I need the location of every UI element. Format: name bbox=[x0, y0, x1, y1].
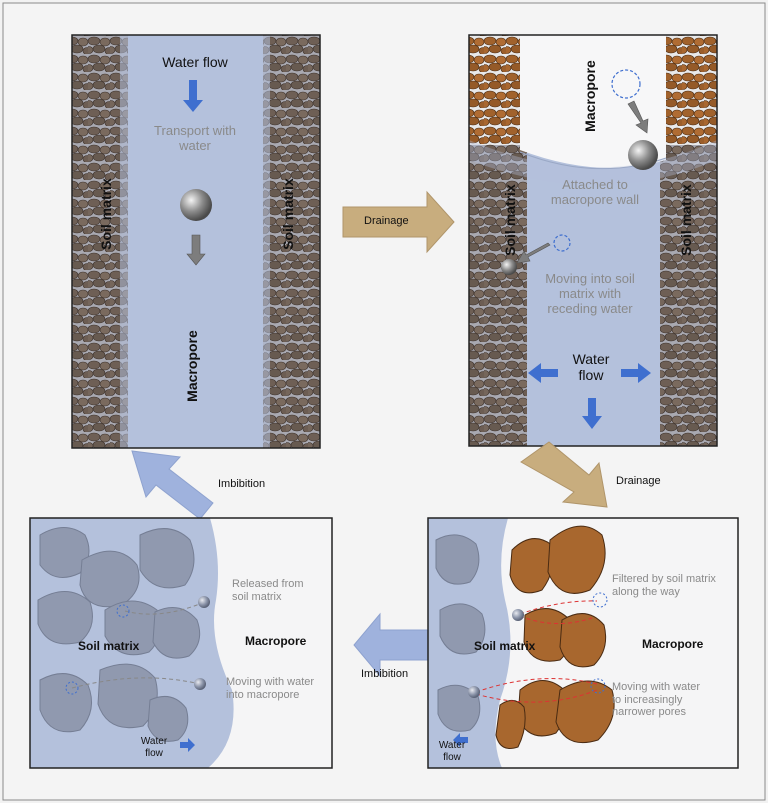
panel-top-right bbox=[469, 35, 717, 446]
tl-transport-label: Transport with water bbox=[154, 123, 236, 153]
bl-macropore-label: Macropore bbox=[245, 634, 307, 648]
bl-released-label: Released from soil matrix bbox=[232, 578, 304, 603]
particle-ball bbox=[180, 189, 212, 221]
origin-dashed-2 bbox=[590, 678, 606, 694]
drained-macropore-air bbox=[520, 35, 666, 168]
particle-origin-dashed bbox=[611, 69, 641, 99]
panel-bottom-right bbox=[428, 518, 738, 768]
particle-move-arrow bbox=[627, 100, 649, 134]
origin-dashed-2 bbox=[65, 681, 79, 695]
imbibition-top-label: Imbibition bbox=[218, 478, 266, 490]
panel-bottom-left bbox=[30, 518, 332, 768]
narrow-path-red bbox=[475, 678, 598, 693]
soil-matrix-right-wall bbox=[263, 35, 320, 448]
bl-water-flow-label: Water flow bbox=[140, 736, 168, 759]
soil-matrix-left-wall bbox=[72, 35, 128, 448]
matrix-particle bbox=[501, 259, 517, 275]
panel-top-right-border bbox=[468, 34, 718, 447]
particle-into-matrix-arrow bbox=[516, 242, 551, 264]
origin-dashed-1 bbox=[592, 592, 608, 608]
filtered-particle bbox=[512, 609, 524, 621]
tl-soil-matrix-left: Soil matrix bbox=[97, 178, 114, 250]
water-flow-right-arrow bbox=[621, 363, 651, 383]
panel-top-left-border bbox=[71, 34, 321, 449]
br-soil-matrix-label: Soil matrix bbox=[474, 639, 536, 653]
origin-dashed-1 bbox=[116, 604, 130, 618]
brown-grain bbox=[559, 613, 607, 668]
water-flow-arrow-small bbox=[453, 733, 468, 747]
moving-particle bbox=[468, 686, 480, 698]
tr-soil-matrix-left: Soil matrix bbox=[501, 184, 518, 256]
panel-bottom-left-border bbox=[29, 517, 333, 769]
drainage-top-label: Drainage bbox=[364, 215, 409, 227]
flow-path-dashed bbox=[124, 602, 203, 615]
bl-moving-with-label: Moving with water into macropore bbox=[226, 676, 315, 701]
drainage-arrow-top bbox=[342, 190, 455, 254]
tr-moving-into-label: Moving into soil matrix with receding wa… bbox=[545, 271, 635, 316]
drainage-right-label: Drainage bbox=[616, 475, 661, 487]
br-water-flow-label: Water flow bbox=[438, 740, 466, 763]
imbibition-left-label: Imbibition bbox=[361, 668, 409, 680]
water-flow-left-arrow bbox=[528, 363, 558, 383]
particle-origin-dashed-2 bbox=[553, 234, 571, 252]
brown-grain bbox=[547, 525, 606, 594]
tr-soil-matrix-right: Soil matrix bbox=[677, 184, 694, 256]
drainage-arrow-right bbox=[520, 441, 608, 508]
br-macropore-label: Macropore bbox=[642, 637, 704, 651]
tr-attached-label: Attached to macropore wall bbox=[550, 177, 640, 207]
tr-macropore-label: Macropore bbox=[581, 60, 598, 132]
attached-particle bbox=[628, 140, 658, 170]
bl-soil-matrix-label: Soil matrix bbox=[78, 639, 140, 653]
tl-soil-matrix-right: Soil matrix bbox=[279, 178, 296, 250]
br-moving-with-label: Moving with water to increasingly narrow… bbox=[612, 681, 701, 719]
tr-water-flow-label: Water flow bbox=[572, 351, 610, 384]
brown-grain bbox=[495, 700, 526, 749]
br-filtered-label: Filtered by soil matrix along the way bbox=[612, 573, 716, 598]
filter-path-red-2 bbox=[519, 615, 593, 625]
brown-grain bbox=[555, 680, 615, 744]
particle-down-arrow bbox=[186, 234, 206, 266]
flow-path-dashed-2 bbox=[71, 677, 201, 689]
water-flow-arrow bbox=[183, 80, 203, 112]
released-particle bbox=[198, 596, 210, 608]
moving-particle bbox=[194, 678, 206, 690]
tl-macropore-label: Macropore bbox=[183, 330, 200, 402]
imbibition-arrow-left bbox=[131, 450, 214, 520]
tl-water-flow-label: Water flow bbox=[162, 54, 228, 70]
narrow-path-red-2 bbox=[475, 689, 598, 703]
water-flow-arrow-small bbox=[180, 738, 195, 752]
water-flow-down-arrow bbox=[582, 398, 602, 429]
filter-path-red bbox=[519, 600, 598, 615]
panel-bottom-right-border bbox=[427, 517, 739, 769]
